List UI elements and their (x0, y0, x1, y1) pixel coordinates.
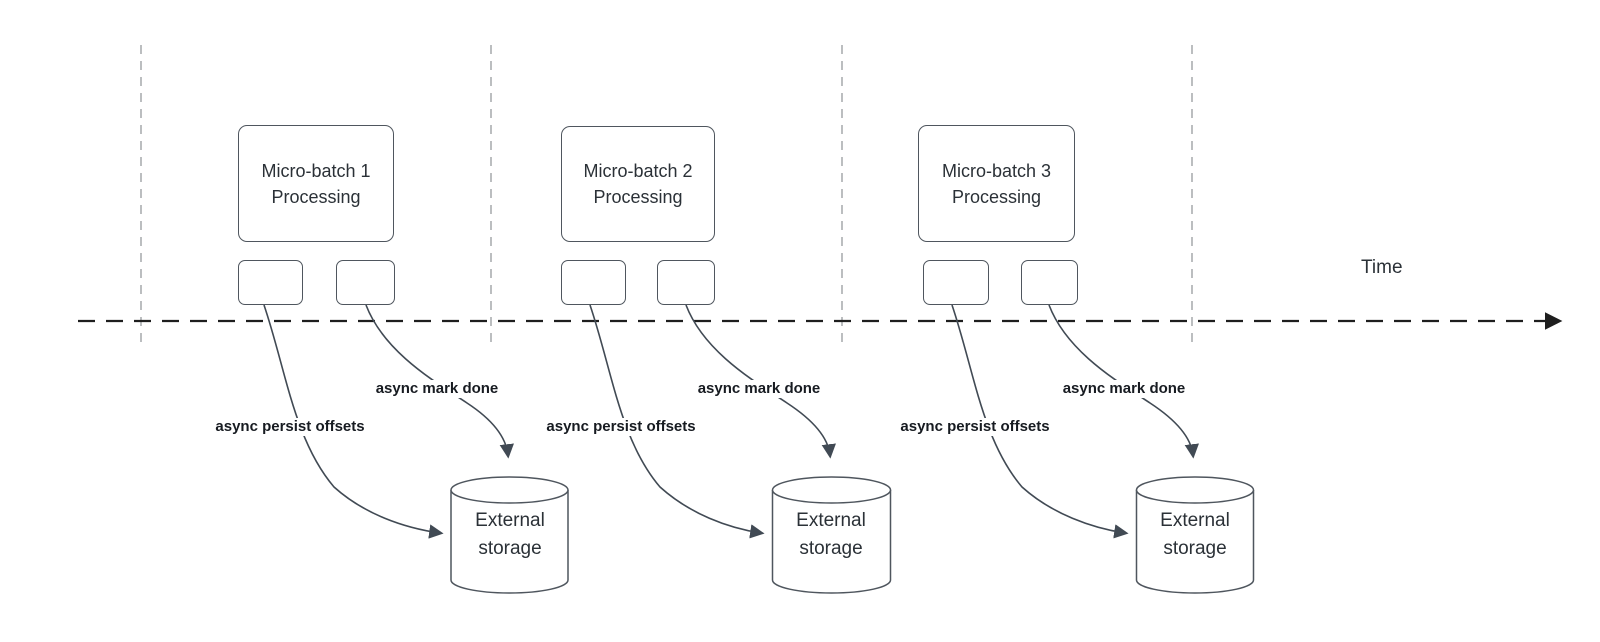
persist-offsets-label-1: async persist offsets (212, 418, 368, 436)
micro-batch-1-title-line1: Micro-batch 1 (261, 160, 371, 181)
external-storage-label-2: External storage (772, 507, 890, 563)
external-storage-label-1: External storage (451, 507, 569, 563)
offset-task-box-2 (561, 260, 626, 305)
micro-batch-2-box: Micro-batch 2 Processing (561, 126, 715, 242)
persist-offsets-label-3: async persist offsets (897, 418, 1053, 436)
external-storage-cylinder-1 (450, 476, 569, 594)
storage-label-line1: External (796, 510, 866, 531)
storage-label-line1: External (475, 510, 545, 531)
done-task-box-1 (336, 260, 395, 305)
storage-label-line2: storage (1163, 538, 1227, 559)
storage-label-line2: storage (478, 538, 542, 559)
micro-batch-3-box: Micro-batch 3 Processing (918, 125, 1075, 242)
micro-batch-1-box: Micro-batch 1 Processing (238, 125, 394, 242)
external-storage-label-3: External storage (1136, 507, 1254, 563)
persist-offsets-label-2: async persist offsets (543, 418, 699, 436)
persist-offsets-arrow-1 (263, 304, 444, 539)
offset-task-box-1 (238, 260, 303, 305)
storage-label-line1: External (1160, 510, 1230, 531)
storage-label-line2: storage (799, 538, 863, 559)
mark-done-label-1: async mark done (372, 380, 502, 398)
done-task-box-2 (657, 260, 715, 305)
micro-batch-1-title-line2: Processing (271, 186, 361, 207)
micro-batch-3-title-line2: Processing (951, 186, 1042, 207)
mark-done-label-3: async mark done (1059, 380, 1189, 398)
micro-batch-3-title-line1: Micro-batch 3 (941, 160, 1052, 181)
mark-done-label-2: async mark done (694, 380, 824, 398)
persist-offsets-arrow-2 (589, 304, 765, 539)
done-task-box-3 (1021, 260, 1078, 305)
external-storage-cylinder-2 (771, 476, 892, 594)
persist-offsets-arrow-3 (951, 304, 1129, 539)
micro-batch-2-title-line1: Micro-batch 2 (583, 161, 693, 181)
micro-batch-2-title-line2: Processing (593, 187, 683, 207)
time-axis-label: Time (1361, 257, 1403, 278)
external-storage-cylinder-3 (1135, 476, 1255, 594)
offset-task-box-3 (923, 260, 989, 305)
